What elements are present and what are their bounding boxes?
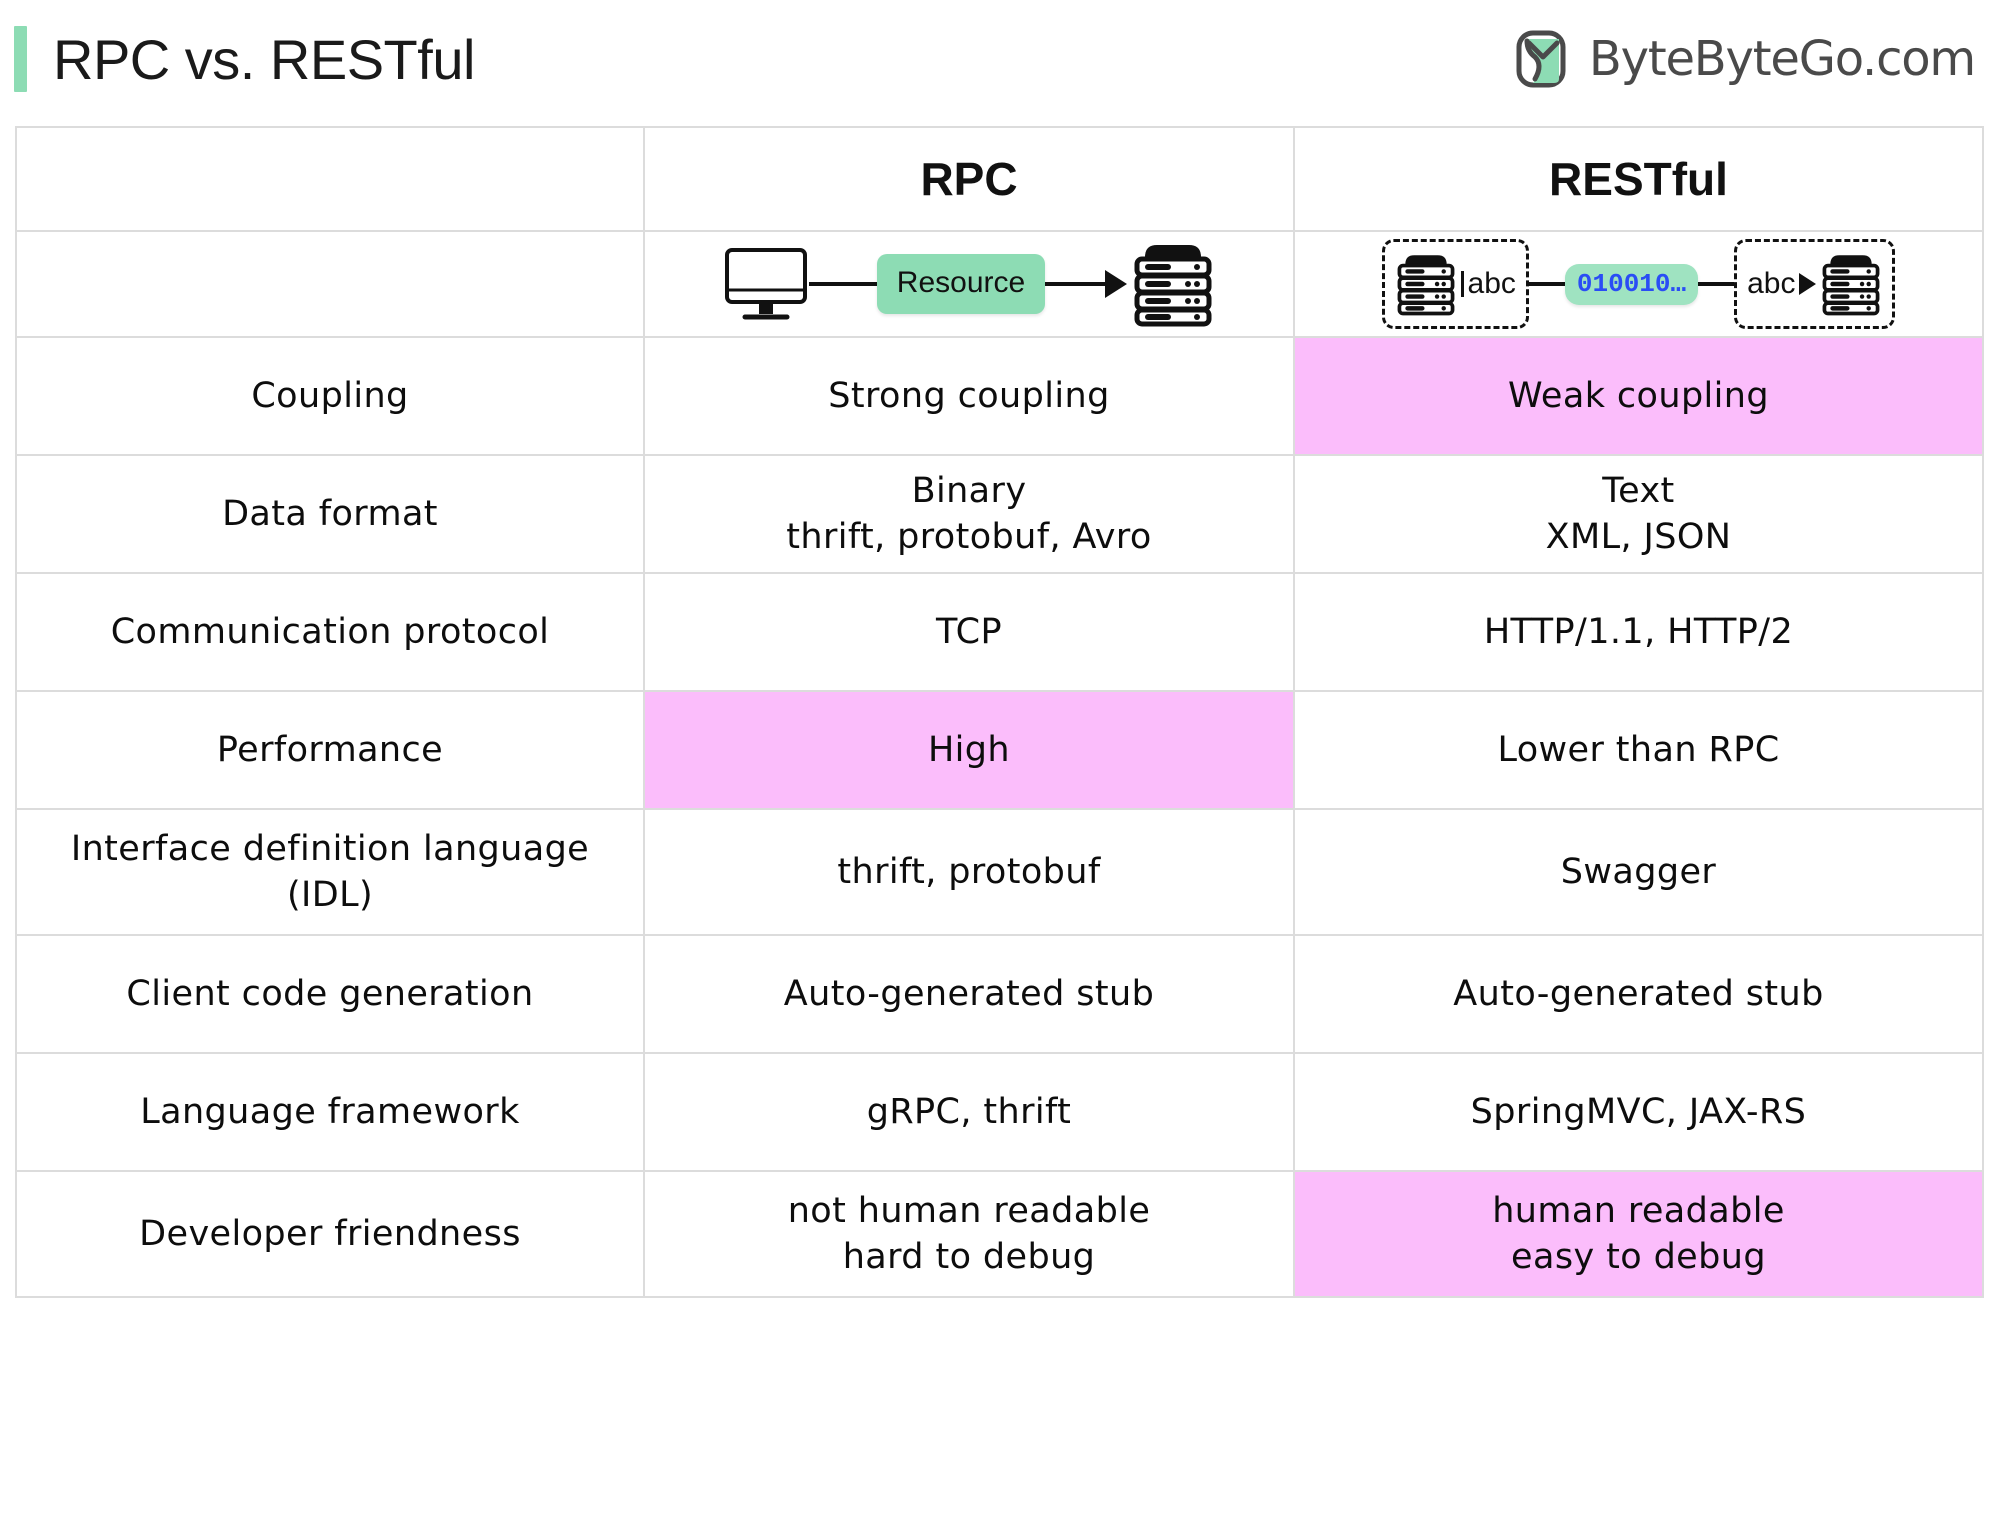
row-label-line-1: Interface definition language (70, 828, 590, 869)
resource-label-box: Resource (876, 254, 1046, 314)
cell-restful: human readable easy to debug (1293, 1170, 1984, 1298)
table-row: Developer friendness not human readable … (15, 1170, 1984, 1298)
cell-line-1: not human readable (787, 1190, 1151, 1231)
cell-rpc: thrift, protobuf (643, 808, 1295, 936)
page-title: RPC vs. RESTful (53, 27, 475, 91)
cell-rpc: Binary thrift, protobuf, Avro (643, 454, 1295, 574)
monitor-icon (724, 248, 807, 320)
column-header-rpc: RPC (643, 126, 1295, 232)
cell-rpc: Strong coupling (643, 336, 1295, 456)
cell-rpc: TCP (643, 572, 1295, 692)
cell-line-2: XML, JSON (1545, 517, 1732, 557)
cell-line-2: hard to debug (842, 1237, 1096, 1277)
table-row: Interface definition language (IDL) thri… (15, 808, 1984, 936)
cell-line-1: Binary (911, 470, 1027, 511)
table-row: Client code generation Auto-generated st… (15, 934, 1984, 1054)
cell-restful: Weak coupling (1293, 336, 1984, 456)
restful-diagram: abc 010010… abc (1295, 232, 1982, 336)
cell-restful: Lower than RPC (1293, 690, 1984, 810)
row-label: Data format (15, 454, 645, 574)
rpc-diagram-cell: Resource (643, 230, 1295, 338)
cell-rpc: Auto-generated stub (643, 934, 1295, 1054)
title-accent-bar (14, 26, 27, 92)
bytebytego-logo-icon (1516, 30, 1566, 88)
row-label: Performance (15, 690, 645, 810)
server-stack-icon (1397, 255, 1454, 316)
cell-restful: Auto-generated stub (1293, 934, 1984, 1054)
table-row: Data format Binary thrift, protobuf, Avr… (15, 454, 1984, 574)
row-label: Language framework (15, 1052, 645, 1172)
restful-target-box: abc (1734, 239, 1896, 329)
server-stack-icon (1134, 245, 1212, 327)
table-row: Communication protocol TCP HTTP/1.1, HTT… (15, 572, 1984, 692)
cell-restful: SpringMVC, JAX-RS (1293, 1052, 1984, 1172)
cell-rpc: High (643, 690, 1295, 810)
restful-diagram-cell: abc 010010… abc (1293, 230, 1984, 338)
restful-target-abc-label: abc (1747, 267, 1796, 300)
cell-rpc: not human readable hard to debug (643, 1170, 1295, 1298)
binary-payload-pill: 010010… (1564, 263, 1699, 305)
brand: ByteByteGo.com (1513, 29, 1976, 89)
row-label: Developer friendness (15, 1170, 645, 1298)
diagram-row-label-blank (15, 230, 645, 338)
table-row: Language framework gRPC, thrift SpringMV… (15, 1052, 1984, 1172)
row-label: Interface definition language (IDL) (15, 808, 645, 936)
cell-line-2: easy to debug (1511, 1237, 1766, 1277)
server-stack-icon (1823, 255, 1880, 316)
cell-line-1: Text (1602, 470, 1675, 511)
arrow-right-icon (1799, 273, 1817, 295)
cell-restful: Swagger (1293, 808, 1984, 936)
row-label: Coupling (15, 336, 645, 456)
comparison-table: RPC RESTful Resourc (15, 126, 1984, 1298)
restful-source-box: abc (1381, 239, 1529, 329)
cell-rpc: gRPC, thrift (643, 1052, 1295, 1172)
cell-restful: Text XML, JSON (1293, 454, 1984, 574)
page-header: RPC vs. RESTful ByteByteGo.com (0, 0, 1997, 118)
table-row-diagrams: Resource (15, 230, 1984, 338)
table-row: Performance High Lower than RPC (15, 690, 1984, 810)
row-label-line-2: (IDL) (286, 875, 374, 915)
cell-restful: HTTP/1.1, HTTP/2 (1293, 572, 1984, 692)
table-header-row: RPC RESTful (15, 126, 1984, 232)
row-label: Client code generation (15, 934, 645, 1054)
cell-line-2: thrift, protobuf, Avro (786, 517, 1152, 557)
row-label: Communication protocol (15, 572, 645, 692)
rpc-diagram: Resource (645, 232, 1293, 336)
cell-line-1: human readable (1492, 1190, 1785, 1231)
column-header-blank (15, 126, 645, 232)
restful-source-abc-label: abc (1467, 267, 1516, 300)
table-row: Coupling Strong coupling Weak coupling (15, 336, 1984, 456)
arrow-right-icon (1105, 270, 1128, 298)
column-header-restful: RESTful (1293, 126, 1984, 232)
brand-name: ByteByteGo.com (1588, 31, 1976, 87)
